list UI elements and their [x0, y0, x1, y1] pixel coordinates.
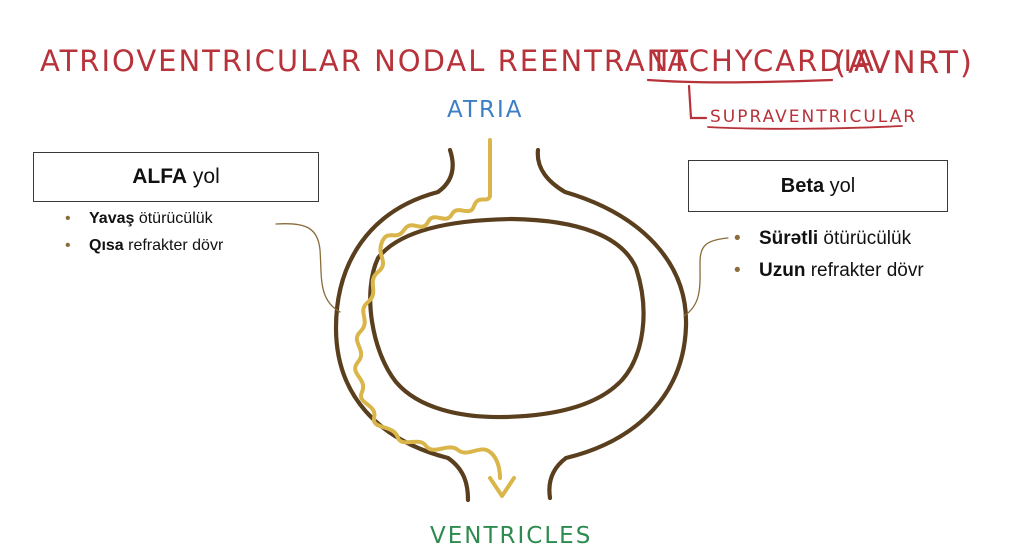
label-ventricles: Ventricles: [430, 523, 592, 549]
impulse-arrowhead: [488, 476, 516, 498]
subtitle-underline: [707, 125, 903, 130]
av-node-outer-right: [535, 147, 689, 501]
list-item: Yavaş ötürücülük: [65, 205, 223, 232]
subtitle-supraventricular: Supraventricular: [710, 107, 917, 127]
beta-box-bold: Beta: [780, 174, 825, 197]
list-item: Sürətli ötürücülük: [734, 223, 924, 255]
alfa-pathway-properties: Yavaş ötürücülük Qısa refrakter dövr: [65, 205, 223, 259]
title-tachycardia: Tachycardia: [649, 44, 876, 78]
av-node-outer-left: [333, 147, 471, 503]
alfa-box-bold: ALFA: [132, 165, 188, 188]
impulse-slow-pathway: [353, 194, 502, 480]
label-atria: Atria: [447, 97, 524, 123]
list-item: Uzun refrakter dövr: [734, 255, 924, 287]
beta-leader-line: [683, 237, 729, 317]
diagram-title: Atrioventricular Nodal Reentrant: [40, 44, 690, 78]
alfa-pathway-box: ALFA yol: [33, 152, 319, 202]
alfa-box-rest: yol: [187, 165, 220, 188]
beta-box-rest: yol: [824, 174, 856, 197]
av-node-inner-ring: [368, 216, 646, 420]
beta-pathway-properties: Sürətli ötürücülük Uzun refrakter dövr: [734, 223, 924, 287]
tachycardia-underline: [646, 78, 834, 84]
list-item: Qısa refrakter dövr: [65, 232, 223, 259]
subtitle-connector: [687, 84, 708, 120]
title-abbreviation: (AVNRT): [834, 45, 974, 81]
alfa-leader-line: [275, 222, 341, 313]
beta-pathway-box: Beta yol: [688, 160, 948, 212]
